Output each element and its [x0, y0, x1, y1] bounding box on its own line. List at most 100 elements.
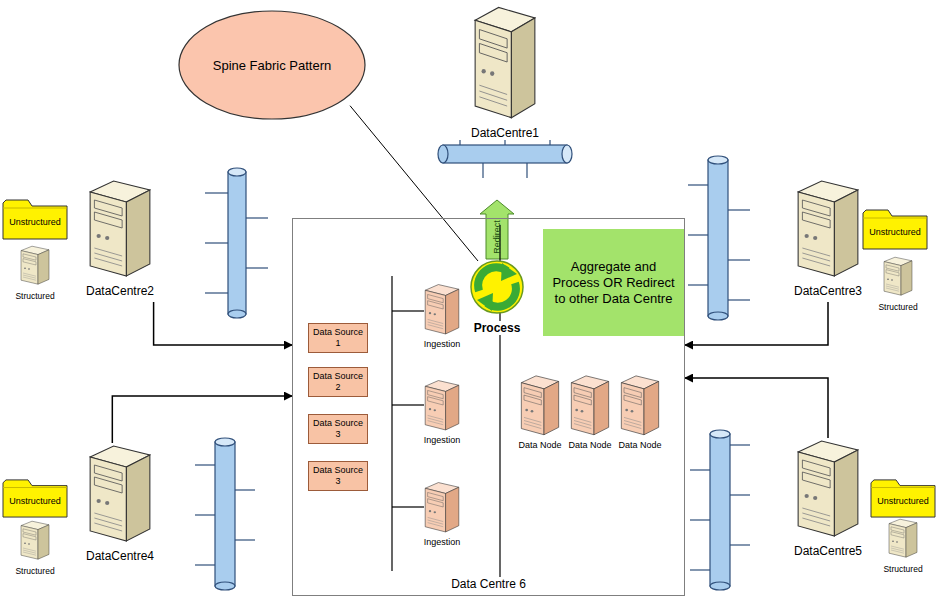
server-icon — [473, 4, 537, 120]
server-illustration — [620, 374, 660, 436]
server-icon — [88, 443, 152, 543]
data-node: Data Node — [615, 374, 665, 454]
callout-text: Spine Fabric Pattern — [213, 58, 332, 73]
data-centre-label: DataCentre1 — [423, 126, 587, 140]
spine-illustration — [435, 140, 575, 200]
data-centre-frame: Data Centre 6Data Source 1IngestionProce… — [292, 218, 685, 596]
folder-label: Unstructured — [877, 496, 929, 506]
data-source-label: Data Source 1 — [311, 327, 365, 349]
server-icon — [796, 438, 860, 538]
flow-arrow — [154, 302, 292, 345]
server-icon — [88, 178, 152, 278]
note-text: Aggregate and Process OR Redirect to oth… — [551, 259, 676, 307]
unstructured-folder: Unstructured — [870, 478, 936, 518]
server-illustration — [888, 518, 918, 558]
server-icon — [520, 374, 560, 436]
server-icon — [424, 283, 460, 335]
server-illustration — [88, 178, 152, 278]
data-source-label: Data Source 3 — [311, 465, 365, 487]
frame-label: Data Centre 6 — [448, 577, 529, 591]
label-wrap: DataCentre5 — [768, 544, 888, 558]
server-illustration — [424, 379, 460, 431]
folder-label: Unstructured — [9, 217, 61, 227]
data-centre: DataCentre5 — [780, 438, 876, 562]
label-wrap: Process — [460, 321, 534, 335]
label-wrap: DataCentre2 — [60, 284, 180, 298]
data-centre: DataCentre3 — [780, 178, 876, 302]
server-icon — [424, 481, 460, 533]
ingestion-label: Ingestion — [414, 537, 470, 547]
data-centre-label: DataCentre4 — [60, 549, 180, 563]
process-icon: Process — [466, 259, 528, 363]
data-source-label: Data Source 2 — [311, 371, 365, 393]
structured-label: Structured — [0, 291, 71, 301]
structured-label: Structured — [0, 566, 71, 576]
server-illustration — [88, 443, 152, 543]
ingestion-server: Ingestion — [418, 379, 466, 459]
label-wrap: Structured — [860, 302, 936, 312]
data-source-label: Data Source 3 — [311, 418, 365, 440]
data-centre-label: DataCentre2 — [60, 284, 180, 298]
flow-arrow — [112, 396, 292, 443]
data-node: Data Node — [565, 374, 615, 454]
process-illustration — [469, 259, 525, 315]
server-illustration — [473, 4, 537, 120]
label-wrap: DataCentre3 — [768, 284, 888, 298]
ingestion-server: Ingestion — [418, 481, 466, 561]
note-box: Aggregate and Process OR Redirect to oth… — [543, 229, 684, 336]
label-wrap: DataCentre4 — [60, 549, 180, 563]
callout-ellipse: Spine Fabric Pattern — [178, 10, 366, 120]
unstructured-folder: Unstructured — [2, 478, 68, 518]
server-illustration — [520, 374, 560, 436]
server-icon — [424, 379, 460, 431]
server-illustration — [796, 178, 860, 278]
data-source-box: Data Source 1 — [308, 323, 368, 353]
data-node-label: Data Node — [561, 440, 619, 450]
server-icon — [796, 178, 860, 278]
data-node-label: Data Node — [611, 440, 669, 450]
recycle-icon — [469, 259, 525, 315]
label-wrap: DataCentre1 — [423, 126, 587, 140]
spine-cylinder — [435, 140, 575, 200]
structured-label: Structured — [866, 564, 938, 574]
label-wrap: Structured — [0, 291, 71, 301]
ingestion-label: Ingestion — [414, 435, 470, 445]
server-icon — [20, 245, 50, 285]
data-node: Data Node — [515, 374, 565, 454]
label-wrap: Ingestion — [414, 435, 470, 445]
data-centre: DataCentre1 — [435, 4, 575, 200]
server-icon — [20, 520, 50, 560]
redirect-arrow — [480, 200, 514, 259]
ingestion-label: Ingestion — [414, 339, 470, 349]
flow-arrow — [685, 378, 828, 438]
server-icon — [620, 374, 660, 436]
server-illustration — [883, 256, 913, 296]
server-icon — [570, 374, 610, 436]
label-wrap: Data Node — [561, 440, 619, 450]
label-wrap: Data Node — [611, 440, 669, 450]
label-wrap: Ingestion — [414, 537, 470, 547]
unstructured-folder: Unstructured — [2, 198, 68, 240]
folder-label: Unstructured — [9, 496, 61, 506]
server-illustration — [20, 245, 50, 285]
label-wrap: Data Centre 6 — [293, 577, 684, 591]
server-icon — [883, 256, 913, 296]
data-centre: DataCentre2 — [72, 178, 168, 302]
data-source-box: Data Source 3 — [308, 414, 368, 444]
structured-store: Structured — [866, 256, 930, 322]
data-source-box: Data Source 3 — [308, 461, 368, 491]
label-wrap: Structured — [0, 566, 71, 576]
data-centre-label: DataCentre3 — [768, 284, 888, 298]
data-centre: DataCentre4 — [72, 443, 168, 567]
data-source-box: Data Source 2 — [308, 367, 368, 397]
structured-store: Structured — [5, 245, 65, 307]
unstructured-folder: Unstructured — [862, 208, 928, 250]
label-wrap: Data Node — [511, 440, 569, 450]
label-wrap: Ingestion — [414, 339, 470, 349]
server-illustration — [20, 520, 50, 560]
data-centre-label: DataCentre5 — [768, 544, 888, 558]
structured-store: Structured — [872, 518, 934, 584]
label-wrap: Structured — [866, 564, 938, 574]
structured-label: Structured — [860, 302, 936, 312]
